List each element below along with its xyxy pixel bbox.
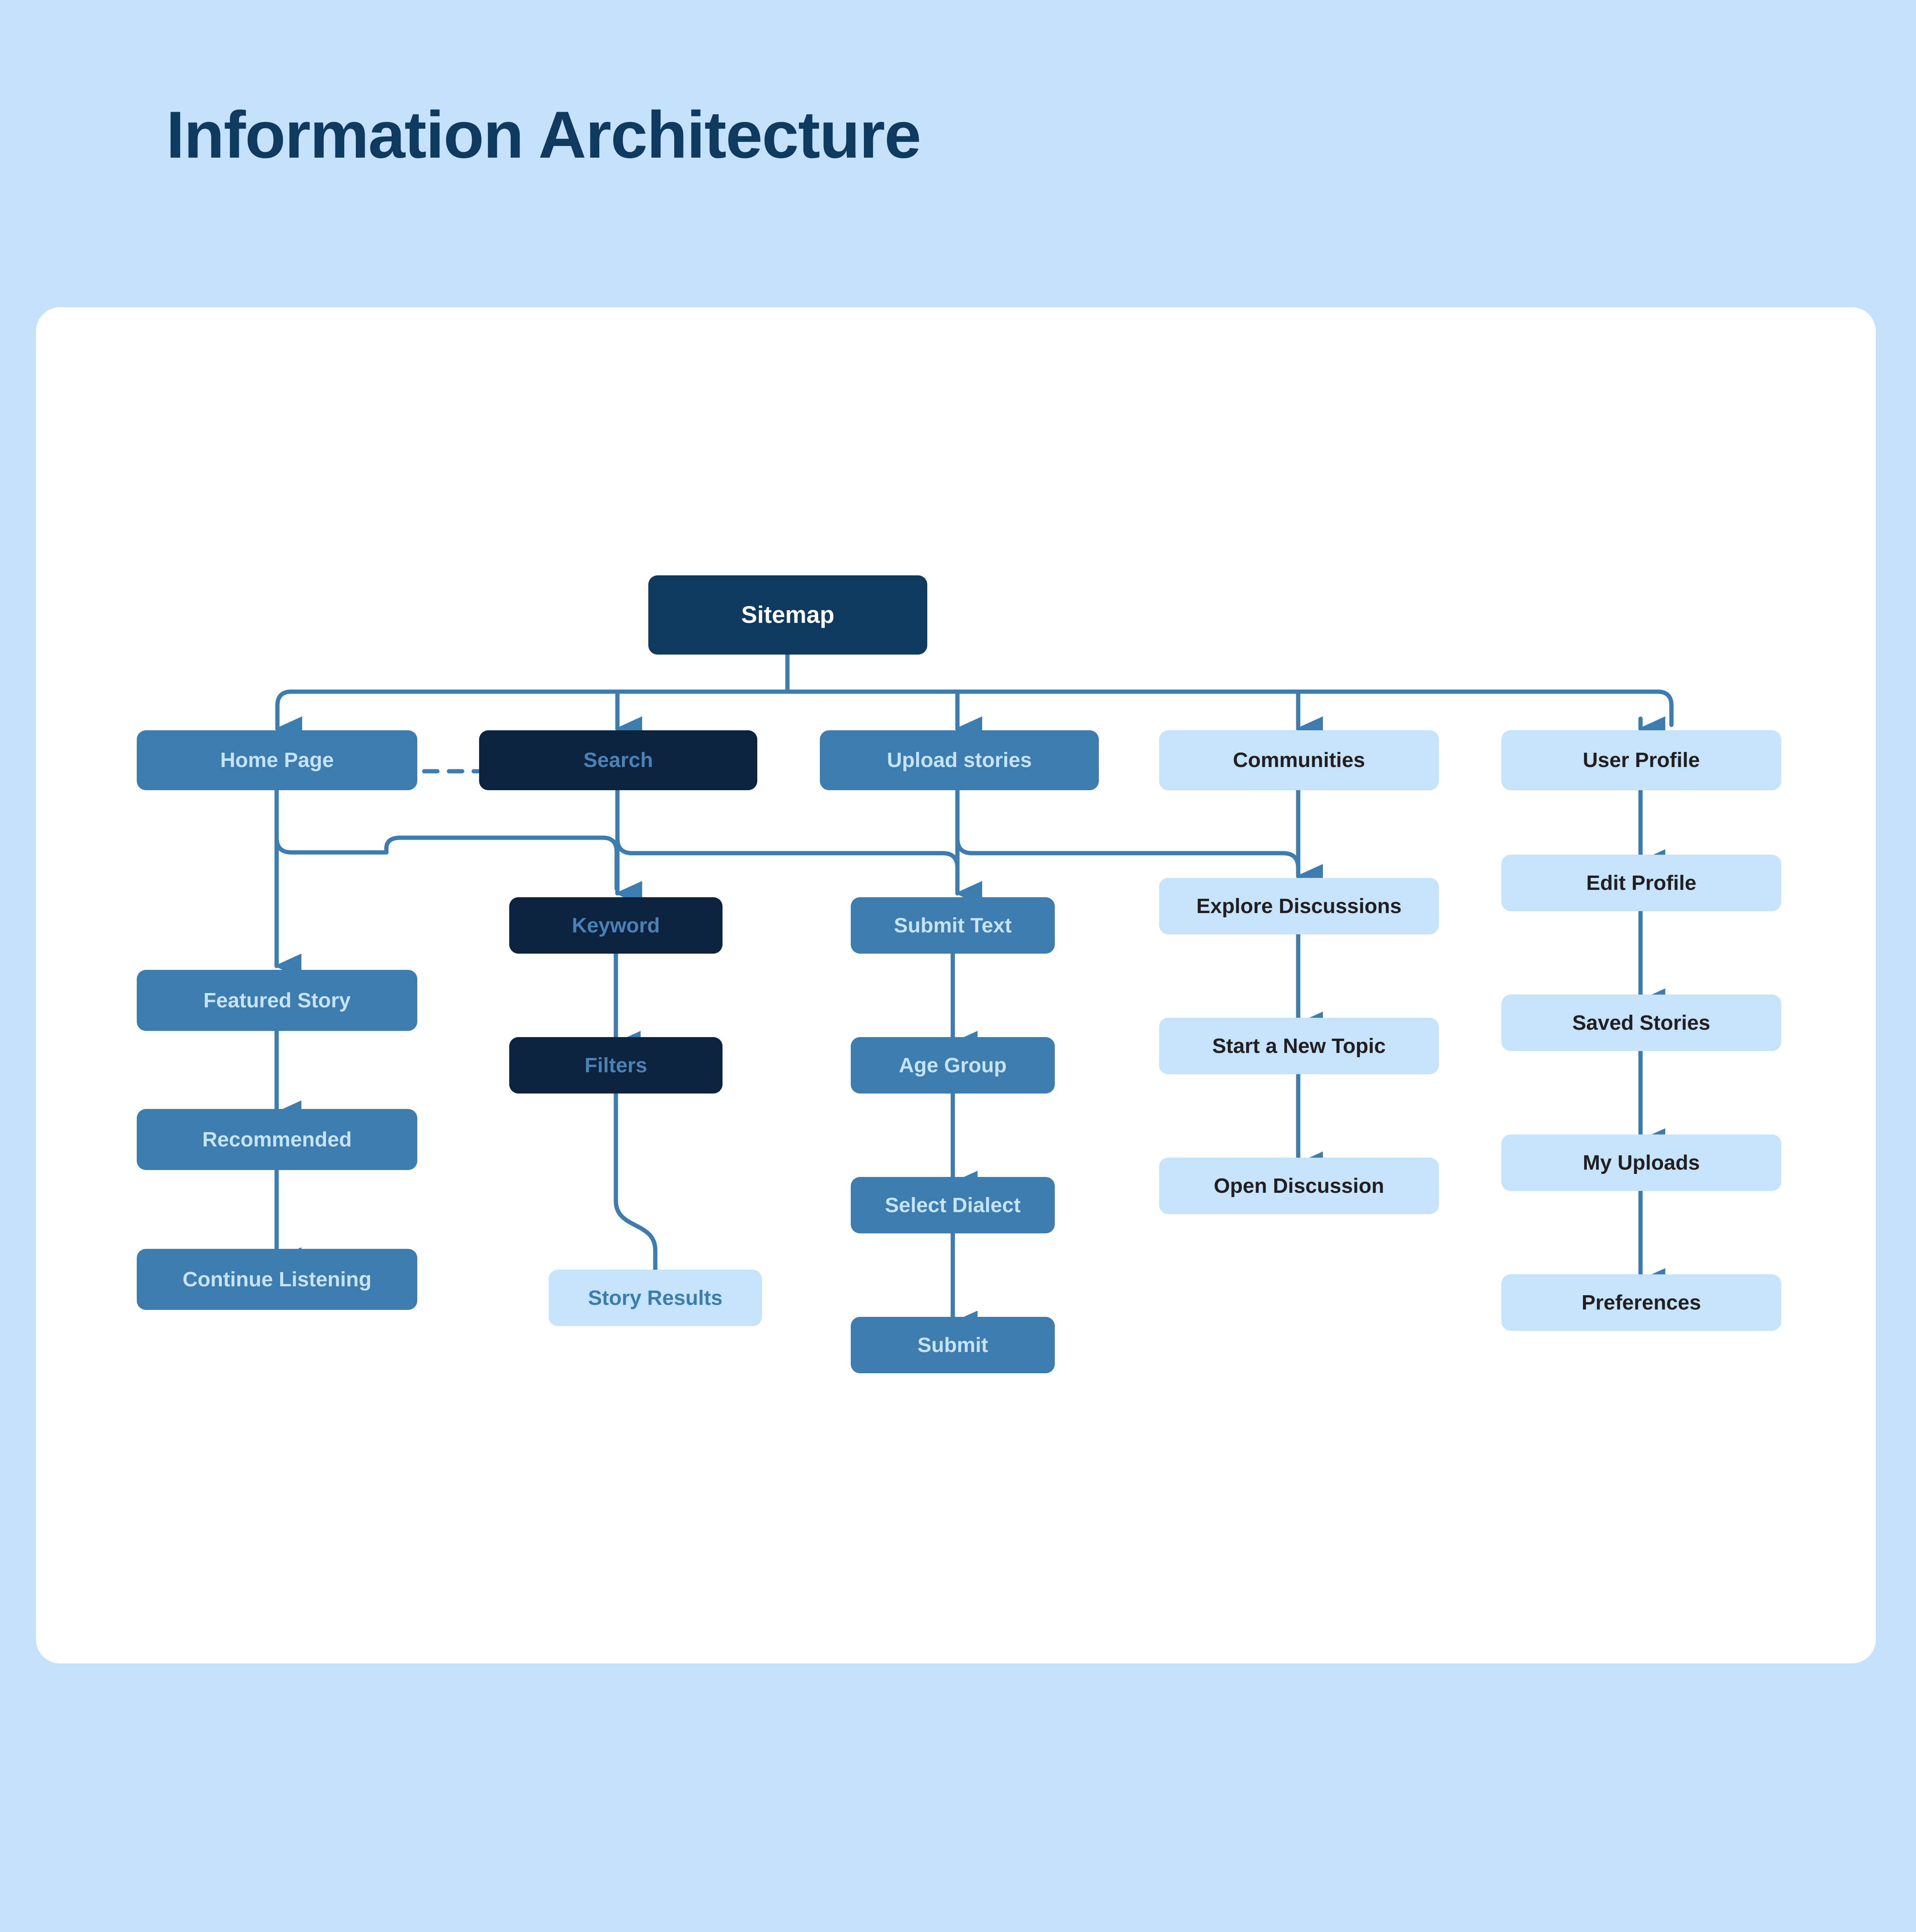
node-upload-stories[interactable]: Upload stories (820, 730, 1099, 790)
node-label: Featured Story (203, 988, 351, 1012)
node-submit[interactable]: Submit (851, 1317, 1055, 1373)
node-label: Continue Listening (182, 1267, 372, 1291)
node-story-results[interactable]: Story Results (549, 1270, 762, 1326)
node-continue-listening[interactable]: Continue Listening (137, 1249, 417, 1310)
node-label: Home Page (220, 748, 334, 772)
node-keyword[interactable]: Keyword (509, 897, 723, 954)
node-user-profile[interactable]: User Profile (1501, 730, 1781, 790)
node-label: User Profile (1583, 748, 1700, 772)
node-label: Sitemap (741, 601, 835, 628)
node-featured-story[interactable]: Featured Story (137, 970, 417, 1031)
node-label: Open Discussion (1214, 1174, 1384, 1197)
node-explore-discussions[interactable]: Explore Discussions (1159, 878, 1439, 934)
node-label: Filters (584, 1053, 648, 1077)
node-home-page[interactable]: Home Page (137, 730, 417, 790)
node-label: Start a New Topic (1212, 1034, 1386, 1058)
node-label: Age Group (899, 1053, 1007, 1077)
node-recommended[interactable]: Recommended (137, 1109, 417, 1170)
node-sitemap[interactable]: Sitemap (648, 575, 927, 655)
node-label: Communities (1233, 748, 1365, 772)
node-start-a-new-topic[interactable]: Start a New Topic (1159, 1018, 1439, 1074)
node-label: Preferences (1581, 1291, 1701, 1314)
node-my-uploads[interactable]: My Uploads (1501, 1134, 1781, 1191)
node-label: Edit Profile (1586, 871, 1697, 895)
node-edit-profile[interactable]: Edit Profile (1501, 855, 1781, 911)
node-open-discussion[interactable]: Open Discussion (1159, 1158, 1439, 1214)
node-label: Explore Discussions (1196, 894, 1402, 918)
node-filters[interactable]: Filters (509, 1037, 723, 1094)
node-preferences[interactable]: Preferences (1501, 1274, 1781, 1331)
node-label: Recommended (202, 1128, 352, 1151)
node-search[interactable]: Search (479, 730, 757, 790)
page-title: Information Architecture (166, 98, 921, 172)
node-label: Submit (917, 1333, 988, 1357)
node-label: My Uploads (1583, 1151, 1700, 1174)
node-label: Saved Stories (1572, 1011, 1710, 1034)
node-label: Story Results (588, 1286, 723, 1310)
node-age-group[interactable]: Age Group (851, 1037, 1055, 1094)
node-saved-stories[interactable]: Saved Stories (1501, 995, 1781, 1051)
node-label: Upload stories (887, 748, 1032, 772)
node-label: Search (583, 748, 653, 772)
node-label: Submit Text (894, 913, 1012, 937)
node-communities[interactable]: Communities (1159, 730, 1439, 790)
node-label: Select Dialect (885, 1193, 1021, 1217)
node-select-dialect[interactable]: Select Dialect (851, 1177, 1055, 1233)
node-submit-text[interactable]: Submit Text (851, 897, 1055, 954)
node-label: Keyword (571, 913, 660, 937)
